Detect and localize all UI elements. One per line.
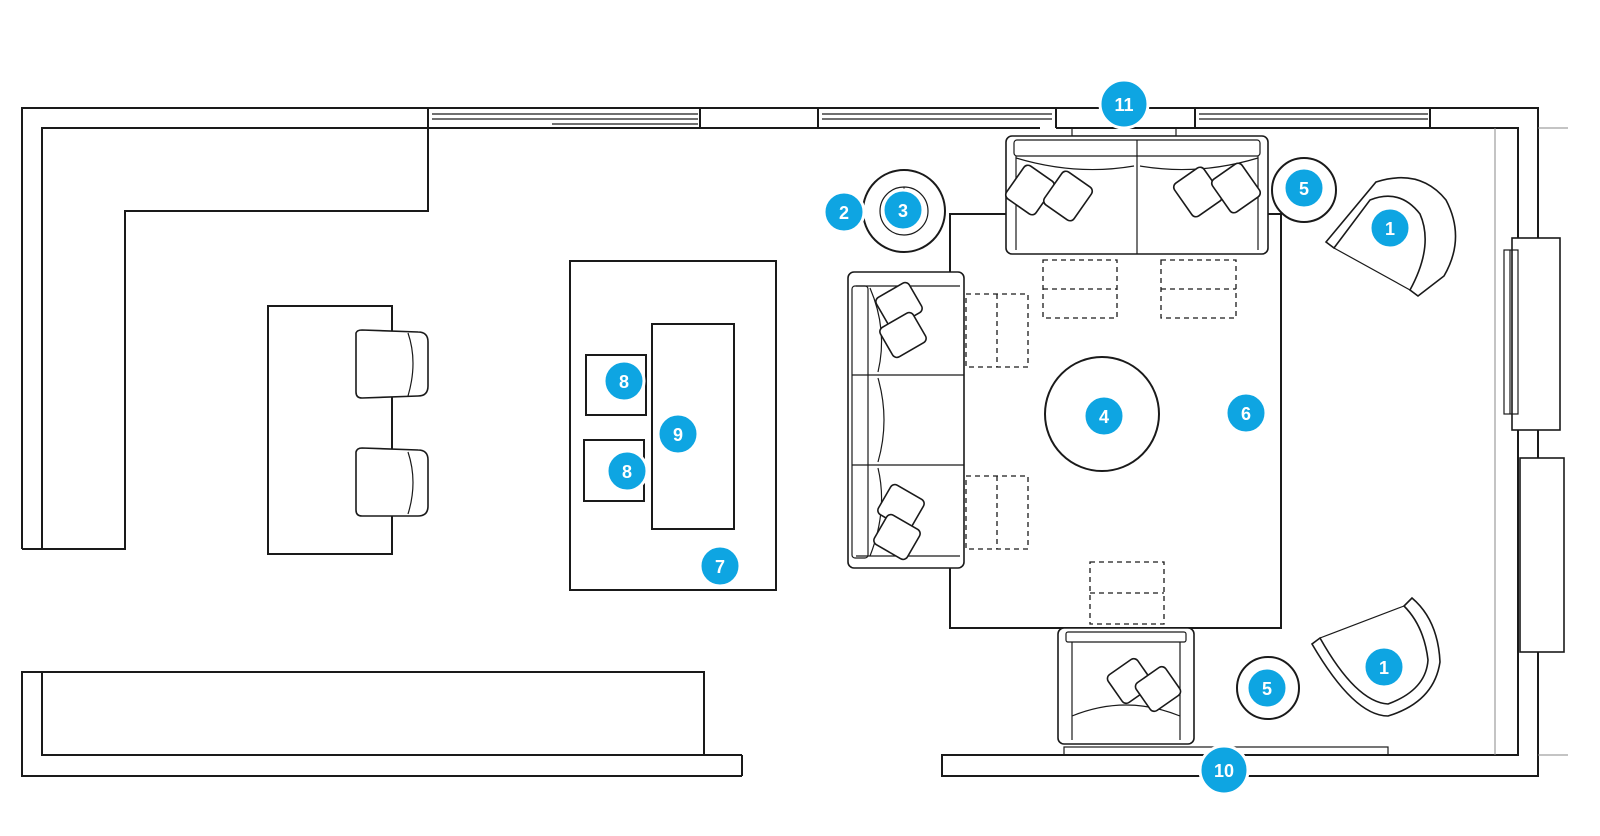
marker-label: 2	[839, 203, 849, 223]
marker-circle	[698, 544, 742, 588]
marker-label: 8	[619, 372, 629, 392]
marker-label: 7	[715, 557, 725, 577]
marker-label: 5	[1299, 179, 1309, 199]
dining-table	[651, 323, 735, 530]
marker-dining-rug: 7	[698, 544, 742, 588]
marker-lounge-chair-top: 1	[1368, 206, 1412, 250]
marker-circle	[1082, 394, 1126, 438]
marker-label: 6	[1241, 404, 1251, 424]
sofa-top	[1004, 135, 1269, 255]
right-wall-details	[1494, 127, 1568, 756]
lounge-chair	[1324, 176, 1457, 298]
accent-table	[1271, 157, 1337, 223]
ottoman-outlines	[965, 259, 1237, 625]
dining-rug	[569, 260, 777, 591]
armchair-bottom	[1057, 627, 1195, 745]
marker-label: 9	[673, 425, 683, 445]
marker-circle	[1362, 645, 1406, 689]
marker-circle	[1224, 391, 1268, 435]
marker-accent-table-top: 5	[1282, 166, 1326, 210]
marker-label: 1	[1379, 658, 1389, 678]
marker-dining-table: 9	[656, 412, 700, 456]
marker-circle	[1245, 666, 1289, 710]
marker-dining-chair-a: 8	[602, 359, 646, 403]
bar-stool	[355, 447, 429, 517]
marker-circle	[1368, 206, 1412, 250]
marker-label: 11	[1114, 95, 1133, 115]
sofa-left	[847, 271, 965, 569]
marker-circle	[881, 188, 925, 232]
marker-circle	[602, 359, 646, 403]
marker-label: 1	[1385, 219, 1395, 239]
marker-label: 8	[622, 462, 632, 482]
marker-lounge-chair-bottom: 1	[1362, 645, 1406, 689]
marker-circle	[1198, 744, 1250, 796]
kitchen-island	[267, 305, 393, 555]
marker-circle	[605, 449, 649, 493]
top-windows	[428, 108, 1431, 137]
marker-side-table-outer: 2	[822, 190, 866, 234]
marker-window: 11	[1098, 78, 1150, 130]
marker-coffee-table: 4	[1082, 394, 1126, 438]
marker-accent-table-bottom: 5	[1245, 666, 1289, 710]
marker-fireplace: 10	[1198, 744, 1250, 796]
marker-circle	[1098, 78, 1150, 130]
marker-label: 4	[1099, 407, 1109, 427]
marker-circle	[656, 412, 700, 456]
coffee-table	[1044, 356, 1160, 472]
marker-label: 10	[1214, 761, 1234, 781]
kitchen-counter	[22, 108, 429, 550]
marker-dining-chair-b: 8	[605, 449, 649, 493]
dining-chair	[585, 354, 647, 416]
marker-label: 5	[1262, 679, 1272, 699]
marker-label: 3	[898, 201, 908, 221]
marker-circle	[822, 190, 866, 234]
accent-table	[1236, 656, 1300, 720]
marker-circle	[1282, 166, 1326, 210]
marker-area-rug: 6	[1224, 391, 1268, 435]
lounge-chair	[1310, 596, 1441, 717]
marker-side-table-inner: 3	[881, 188, 925, 232]
bar-stool	[355, 329, 429, 399]
bottom-counter	[41, 671, 705, 756]
